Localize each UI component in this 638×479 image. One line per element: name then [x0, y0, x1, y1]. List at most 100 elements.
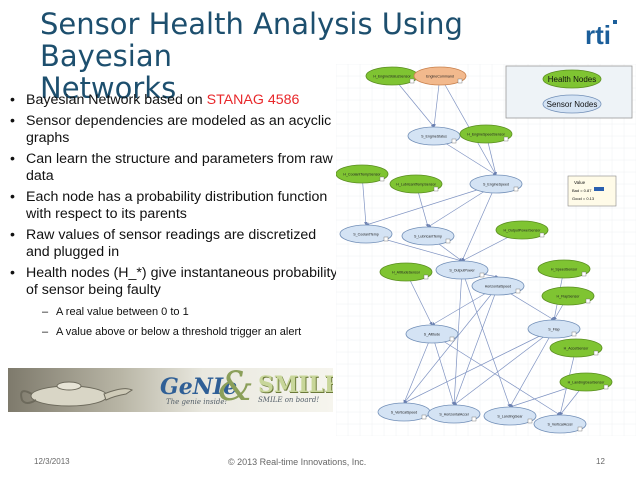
- health-node: H_OutputPowerSensor: [495, 220, 549, 240]
- graph-edge: [431, 333, 455, 406]
- graph-legend: Health Nodes Sensor Nodes: [505, 65, 633, 119]
- slide-title: Sensor Health Analysis Using Bayesian Ne…: [40, 8, 560, 104]
- sensor-node: S_OutputPower: [435, 260, 489, 280]
- title-line-1: Sensor Health Analysis Using Bayesian: [40, 7, 463, 73]
- node-expand-icon: [421, 414, 427, 420]
- node-label: H_EngineStatusSensor: [373, 75, 411, 79]
- graph-edge: [403, 333, 433, 404]
- sensor-node: S_Flap: [527, 319, 581, 339]
- value-popup: Value Bad = 0.87 Good = 0.13: [567, 175, 617, 207]
- bullet-item: Raw values of sensor readings are discre…: [8, 227, 338, 261]
- graph-edge: [439, 75, 497, 176]
- graph-edge: [461, 269, 511, 408]
- sub-bullet-item: A value above or below a threshold trigg…: [26, 325, 338, 339]
- node-expand-icon: [513, 186, 519, 192]
- node-label: H_SpeedSensor: [551, 268, 578, 272]
- graph-edge: [403, 285, 499, 404]
- node-expand-icon: [433, 186, 439, 192]
- graph-edge: [431, 333, 561, 416]
- sub-bullet-item: A real value between 0 to 1: [26, 305, 338, 319]
- command-node: EngineCommand: [413, 66, 467, 86]
- sensor-node: S_EngineStatus: [407, 126, 461, 146]
- node-expand-icon: [479, 272, 485, 278]
- node-label: S_LandingGear: [497, 415, 523, 419]
- node-expand-icon: [577, 426, 583, 432]
- node-expand-icon: [527, 418, 533, 424]
- health-node: H_AltitudeSensor: [379, 262, 433, 282]
- node-expand-icon: [423, 274, 429, 280]
- ampersand: &: [218, 368, 254, 410]
- bayesian-network-graph: H_EngineStatusSensor EngineCommandS_Engin…: [336, 64, 636, 436]
- health-node: H_EngineSpeedSensor: [459, 124, 513, 144]
- health-node: H_LubricantTempSensor: [389, 174, 443, 194]
- node-label: S_OutputPower: [449, 269, 475, 273]
- popup-line: Good = 0.13: [572, 196, 595, 201]
- node-expand-icon: [503, 136, 509, 142]
- node-expand-icon: [471, 416, 477, 422]
- health-node: H_AccelSensor: [549, 338, 603, 358]
- node-expand-icon: [449, 336, 455, 342]
- node-label: S_LubricantTemp: [414, 235, 442, 239]
- bullet-item: Sensor dependencies are modeled as an ac…: [8, 113, 338, 147]
- sensor-node: S_LandingGear: [483, 406, 537, 426]
- footer-date: 12/3/2013: [34, 457, 70, 466]
- node-expand-icon: [445, 238, 451, 244]
- graph-edge: [365, 183, 497, 226]
- node-expand-icon: [581, 271, 587, 277]
- node-label: S_Flap: [548, 328, 559, 332]
- rti-logo: rti: [585, 20, 617, 50]
- popup-line: Bad = 0.87: [572, 188, 592, 193]
- genie-logo-text: GeNIe: [160, 374, 238, 400]
- sensor-node: S_EngineSpeed: [469, 174, 523, 194]
- node-label: H_FlapSensor: [557, 295, 581, 299]
- health-node: H_SpeedSensor: [537, 259, 591, 279]
- graph-edge: [453, 328, 555, 406]
- node-label: S_VerticalSpeed: [391, 411, 418, 415]
- genie-lamp-image: [20, 381, 133, 407]
- page-number: 12: [596, 457, 605, 466]
- logo-text: rti: [585, 20, 611, 50]
- node-expand-icon: [603, 384, 609, 390]
- node-expand-icon: [451, 138, 457, 144]
- health-legend-swatch: [542, 69, 602, 89]
- node-expand-icon: [515, 288, 521, 294]
- node-label: H_AccelSensor: [564, 347, 590, 351]
- sensor-node: S_CoolantTemp: [339, 224, 393, 244]
- smile-tagline: SMILE on board!: [258, 396, 320, 404]
- bullet-item: Health nodes (H_*) give instantaneous pr…: [8, 265, 338, 339]
- sub-bullet-list: A real value between 0 to 1 A value abov…: [26, 305, 338, 339]
- node-label: EngineCommand: [426, 75, 454, 79]
- graph-edge: [403, 328, 555, 404]
- node-label: H_AltitudeSensor: [392, 271, 421, 275]
- genie-smile-banner: GeNIe The genie inside! & SMILE SMILE on…: [8, 368, 333, 412]
- bullet-item: Bayesian Network based on STANAG 4586: [8, 92, 338, 109]
- bullet-item: Each node has a probability distribution…: [8, 189, 338, 223]
- node-label: S_Altitude: [424, 333, 440, 337]
- node-expand-icon: [457, 78, 463, 84]
- node-label: H_LandingGearSensor: [568, 381, 606, 385]
- graph-nodes: H_EngineStatusSensor EngineCommandS_Engin…: [336, 66, 613, 434]
- graph-edge: [509, 328, 555, 408]
- stanag-highlight: STANAG 4586: [206, 92, 300, 108]
- node-expand-icon: [593, 350, 599, 356]
- graph-edge: [461, 183, 497, 262]
- node-expand-icon: [585, 298, 591, 304]
- node-expand-icon: [379, 176, 385, 182]
- node-expand-icon: [409, 78, 415, 84]
- node-label: S_HorizontalAccel: [439, 413, 469, 417]
- node-expand-icon: [571, 331, 577, 337]
- graph-edge: [452, 269, 463, 406]
- sensor-node: S_VerticalAccel: [533, 414, 587, 434]
- health-node: H_CoolantTempSensor: [336, 164, 389, 184]
- node-expand-icon: [383, 236, 389, 242]
- smile-logo-text: SMILE: [258, 372, 333, 398]
- legend-health-label: Health Nodes: [548, 75, 596, 84]
- sensor-node: S_Altitude: [405, 324, 459, 344]
- node-label: H_EngineSpeedSensor: [467, 133, 505, 137]
- sensor-legend-swatch: [542, 94, 602, 114]
- popup-title: Value: [574, 180, 586, 185]
- node-label: H_OutputPowerSensor: [504, 229, 542, 233]
- sensor-node: S_VerticalSpeed: [377, 402, 431, 422]
- node-label: S_EngineSpeed: [483, 183, 509, 187]
- graph-edge: [453, 285, 499, 406]
